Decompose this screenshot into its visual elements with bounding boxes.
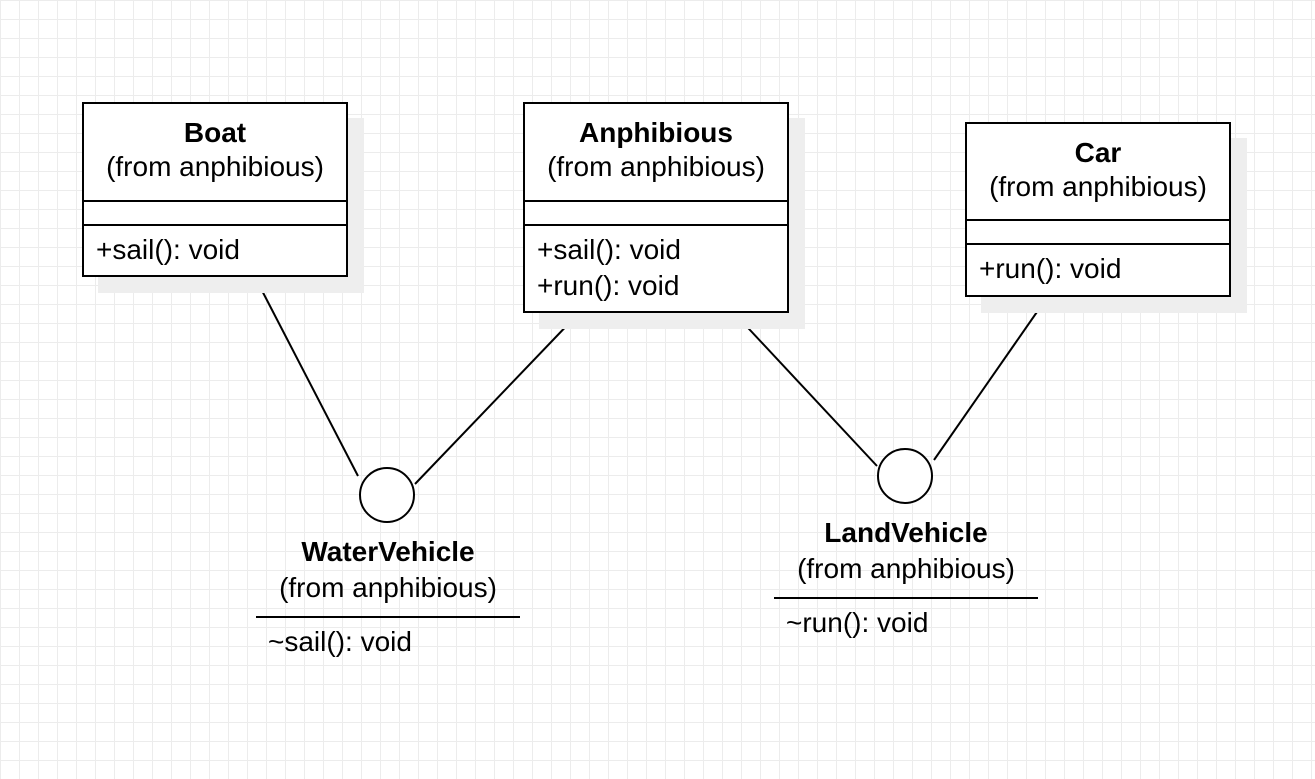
interface-landvehicle-operations: ~run(): void — [774, 599, 1038, 641]
interface-landvehicle-package: (from anphibious) — [797, 553, 1015, 584]
car-to-landvehicle-line — [933, 298, 1047, 461]
interface-watervehicle-divider — [256, 616, 520, 618]
anphibious-to-watervehicle-line — [414, 315, 577, 485]
interface-landvehicle[interactable]: LandVehicle (from anphibious) ~run(): vo… — [774, 515, 1038, 641]
watervehicle-interface-circle[interactable] — [359, 467, 415, 523]
operation: +run(): void — [537, 270, 680, 301]
interface-landvehicle-name: LandVehicle — [824, 517, 988, 548]
boat-to-watervehicle-line — [255, 278, 359, 477]
interface-watervehicle-operations: ~sail(): void — [256, 618, 520, 660]
class-anphibious-attributes — [525, 202, 787, 226]
operation: +sail(): void — [96, 234, 240, 265]
class-anphibious-package: (from anphibious) — [547, 151, 765, 182]
class-boat-header: Boat (from anphibious) — [84, 104, 346, 202]
interface-watervehicle[interactable]: WaterVehicle (from anphibious) ~sail(): … — [256, 534, 520, 660]
class-car[interactable]: Car (from anphibious) +run(): void — [965, 122, 1231, 297]
class-anphibious[interactable]: Anphibious (from anphibious) +sail(): vo… — [523, 102, 789, 313]
operation: +sail(): void — [537, 234, 681, 265]
class-boat-attributes — [84, 202, 346, 226]
interface-landvehicle-divider — [774, 597, 1038, 599]
operation: ~run(): void — [786, 607, 929, 638]
class-boat[interactable]: Boat (from anphibious) +sail(): void — [82, 102, 348, 277]
anphibious-to-landvehicle-line — [735, 314, 878, 467]
class-car-package: (from anphibious) — [989, 171, 1207, 202]
class-anphibious-operations: +sail(): void +run(): void — [525, 226, 787, 304]
class-car-name: Car — [1074, 137, 1122, 168]
operation: +run(): void — [979, 253, 1122, 284]
interface-watervehicle-name: WaterVehicle — [301, 536, 475, 567]
class-anphibious-header: Anphibious (from anphibious) — [525, 104, 787, 202]
class-boat-operations: +sail(): void — [84, 226, 346, 268]
landvehicle-interface-circle[interactable] — [877, 448, 933, 504]
class-car-attributes — [967, 221, 1229, 245]
class-anphibious-name: Anphibious — [579, 117, 733, 148]
class-boat-name: Boat — [183, 117, 247, 148]
class-boat-package: (from anphibious) — [106, 151, 324, 182]
class-car-operations: +run(): void — [967, 245, 1229, 287]
operation: ~sail(): void — [268, 626, 412, 657]
interface-watervehicle-package: (from anphibious) — [279, 572, 497, 603]
class-car-header: Car (from anphibious) — [967, 124, 1229, 221]
